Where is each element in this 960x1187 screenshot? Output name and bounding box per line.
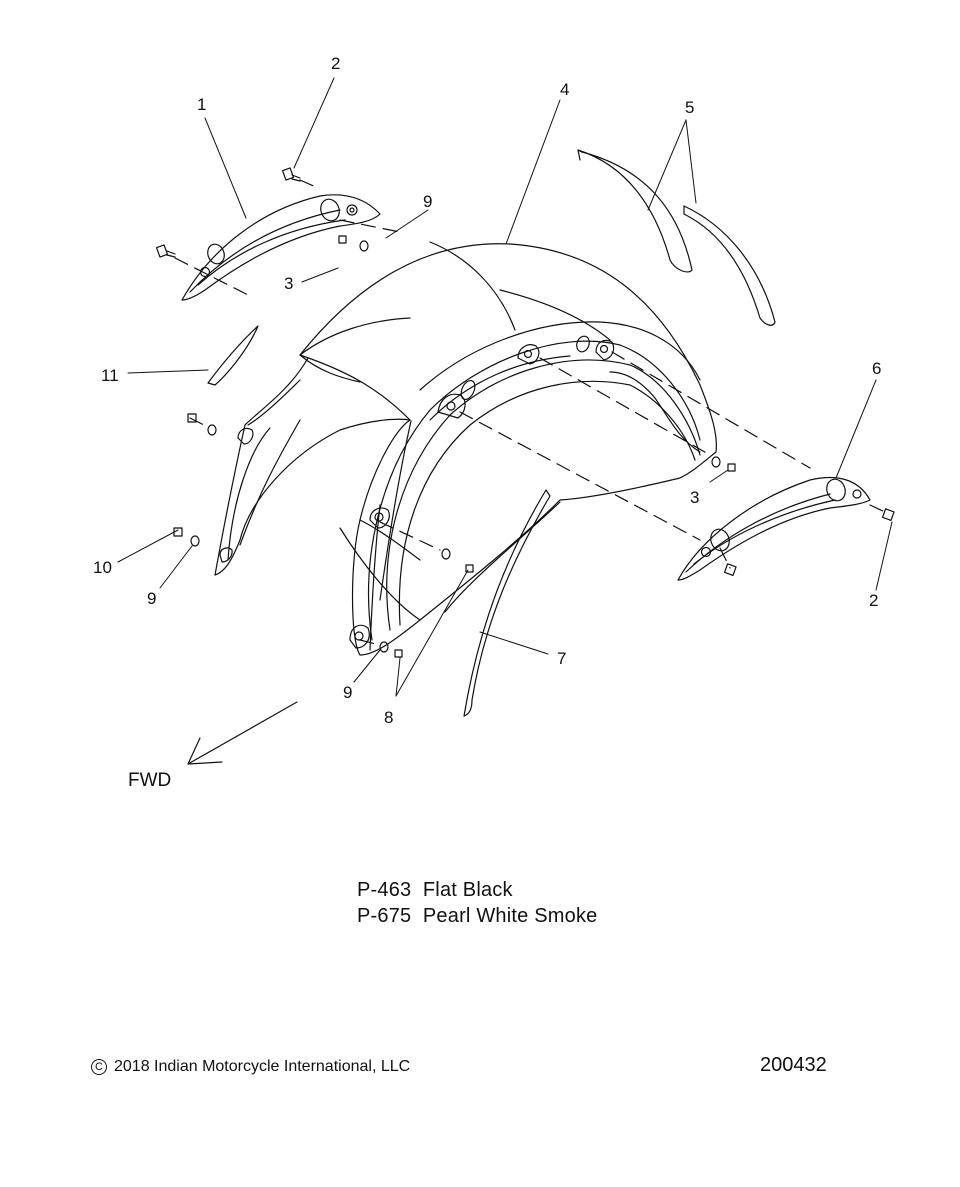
trim-strip-part-7	[463, 489, 551, 717]
paint-name: Flat Black	[422, 879, 513, 901]
alignment-lines	[174, 179, 886, 646]
trim-strip-part-5	[577, 149, 776, 326]
callout-labels: 1 2 4 5 9 3 11 6 3 10 9 2 7 9 8 FWD	[93, 54, 881, 791]
trim-piece-part-11	[207, 325, 259, 386]
washer-icon	[359, 240, 369, 252]
washer-icon	[190, 535, 200, 547]
bolt-icon	[465, 564, 474, 573]
callout-9: 9	[147, 589, 156, 608]
copyright-notice: C 2018 Indian Motorcycle International, L…	[91, 1058, 410, 1076]
callout-9: 9	[343, 683, 352, 702]
callout-2: 2	[331, 54, 340, 73]
bolt-icon	[394, 649, 403, 658]
callout-11: 11	[101, 366, 119, 385]
fender-rail-part-1	[181, 194, 381, 301]
callout-4: 4	[560, 80, 569, 99]
forward-direction-arrow	[187, 701, 298, 765]
copyright-symbol: C	[91, 1059, 107, 1075]
callout-3: 3	[284, 274, 293, 293]
paint-code: P-463	[357, 879, 412, 901]
callout-10: 10	[93, 558, 112, 577]
leader-lines	[117, 77, 893, 697]
callout-2: 2	[869, 591, 878, 610]
callout-1: 1	[197, 95, 206, 114]
drawing-number: 200432	[760, 1054, 827, 1076]
callout-6: 6	[872, 359, 881, 378]
rear-fender-part-4	[214, 241, 717, 656]
paint-name: Pearl White Smoke	[422, 905, 598, 927]
washer-icon	[207, 424, 217, 436]
fasteners	[155, 167, 895, 658]
fwd-label: FWD	[128, 770, 171, 791]
paint-code: P-675	[357, 905, 412, 927]
paint-code-line: P-463 Flat Black	[357, 879, 513, 902]
paint-code-line: P-675 Pearl White Smoke	[357, 905, 597, 928]
callout-8: 8	[384, 708, 393, 727]
washer-icon	[379, 641, 389, 653]
bolt-icon	[187, 413, 197, 423]
callout-9: 9	[423, 192, 432, 211]
nut-icon	[727, 463, 736, 472]
screw-icon	[155, 167, 895, 577]
fender-rail-part-6	[677, 476, 871, 581]
callout-3: 3	[690, 488, 699, 507]
washer-icon	[711, 456, 721, 468]
callout-7: 7	[557, 649, 566, 668]
washer-icon	[441, 548, 451, 560]
nut-icon	[338, 235, 347, 244]
copyright-text: 2018 Indian Motorcycle International, LL…	[114, 1058, 411, 1075]
callout-5: 5	[685, 98, 694, 117]
